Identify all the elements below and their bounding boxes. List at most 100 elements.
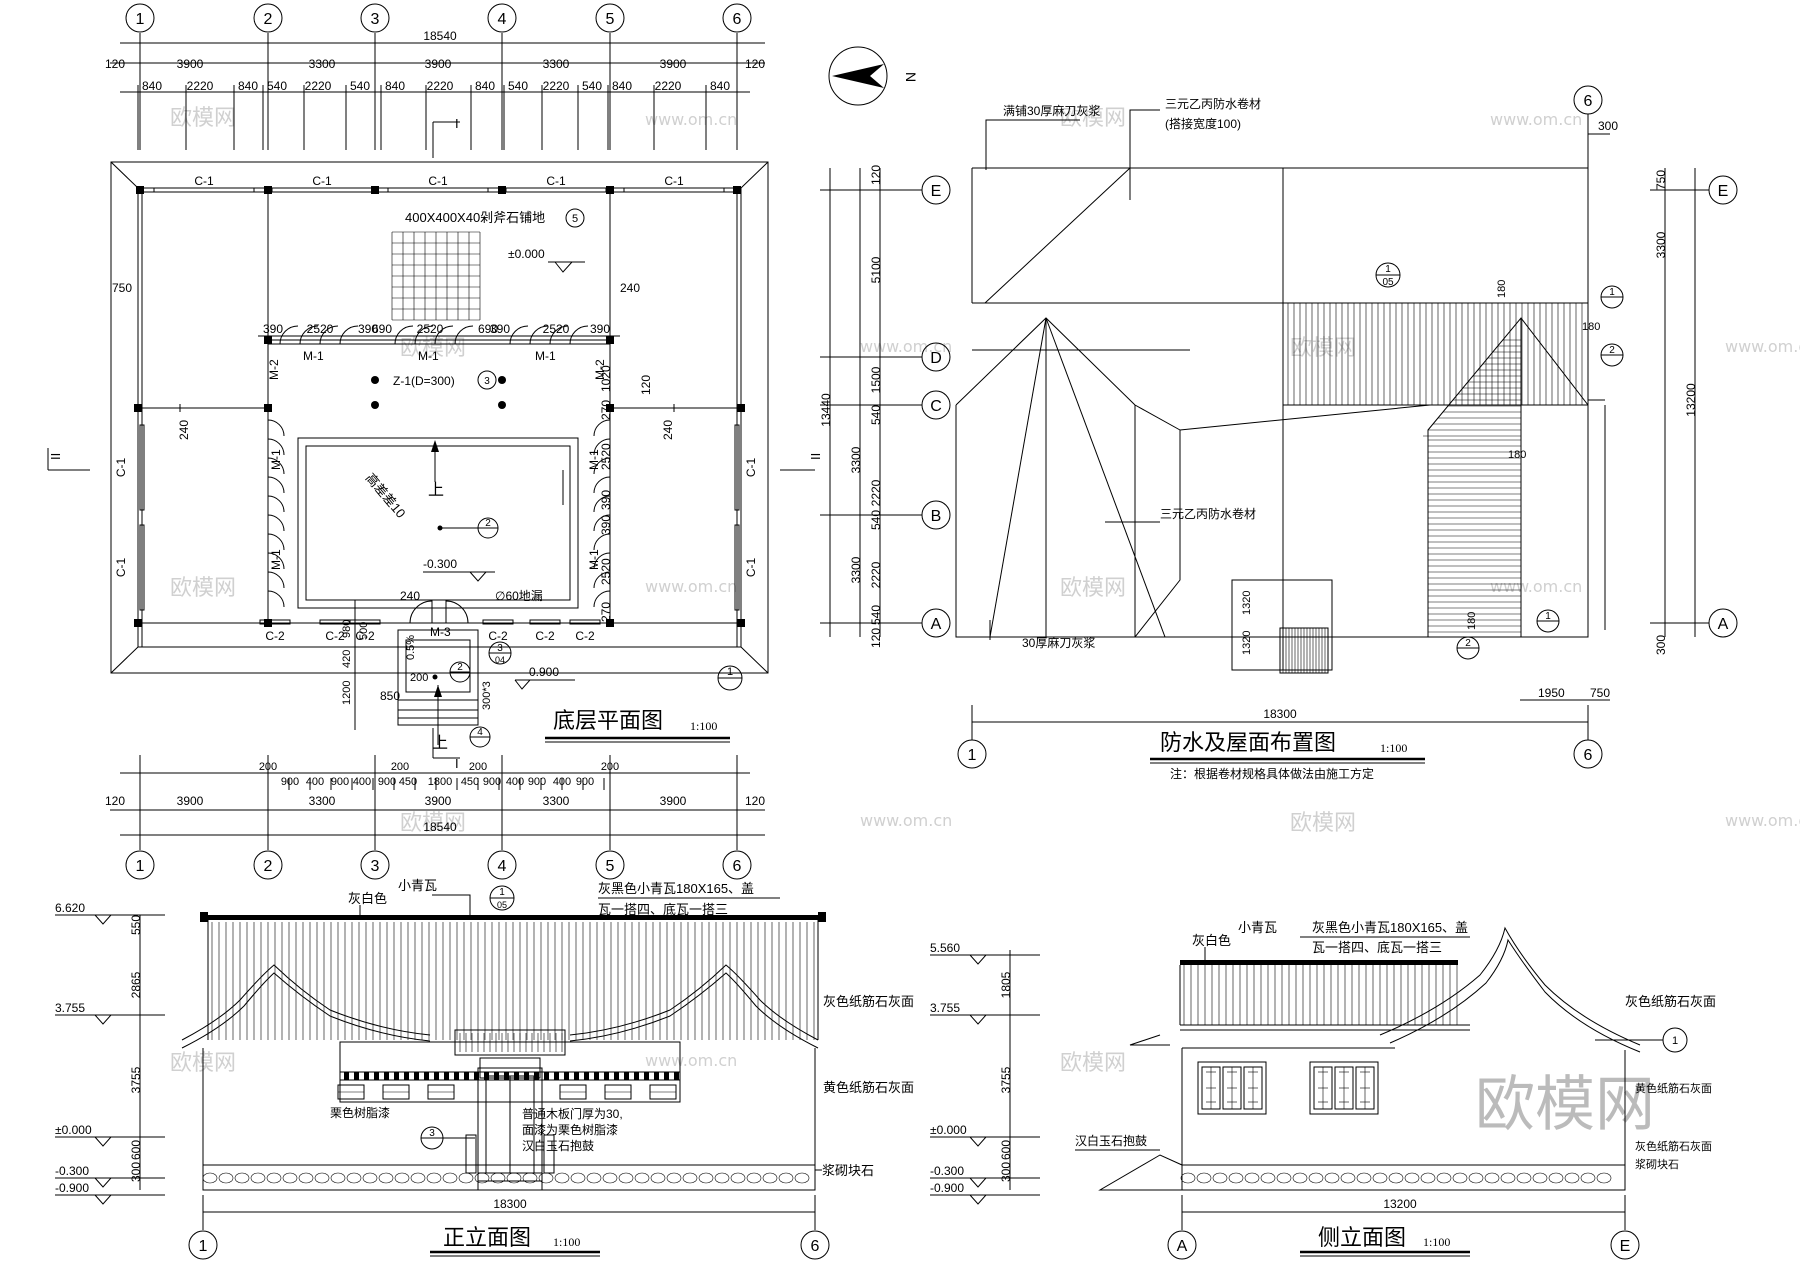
- door-swing: [267, 476, 285, 494]
- dim-text: 450: [399, 776, 417, 788]
- stone: [1580, 1172, 1596, 1184]
- dentil: [414, 1072, 419, 1080]
- door-swing: [267, 514, 285, 532]
- dim-text: 3300: [543, 57, 570, 71]
- plan-title: 底层平面图: [553, 708, 663, 733]
- axis-bubble: [1573, 739, 1603, 769]
- dim-text: 840: [612, 79, 632, 93]
- stone: [1180, 1172, 1196, 1184]
- dim-text: 540: [582, 79, 602, 93]
- stone: [602, 1172, 618, 1184]
- watermark: 欧模网: [1290, 336, 1356, 361]
- stone: [794, 1172, 810, 1184]
- stone: [410, 1172, 426, 1184]
- stone: [554, 1172, 570, 1184]
- dim-text: 390: [490, 322, 510, 336]
- door-swing: [593, 495, 611, 513]
- section-label: I: [455, 756, 459, 771]
- dim-text: 3900: [177, 794, 204, 808]
- level-text: 5.560: [930, 941, 960, 955]
- axis-bubble: [957, 739, 987, 769]
- dentil: [614, 1072, 619, 1080]
- middle-outline: [1179, 404, 1431, 431]
- axis-label: 6: [733, 11, 742, 28]
- stone: [1532, 1172, 1548, 1184]
- door-swing: [394, 325, 414, 345]
- dim-text: 690: [372, 322, 392, 336]
- dim-text: 900: [378, 776, 396, 788]
- dim-overall: 18540: [423, 820, 457, 834]
- column: [371, 401, 379, 409]
- roof-waterproofing-plan: 满铺30厚麻刀灰浆 三元乙丙防水卷材 (搭接宽度100) 三元乙丙防水卷材 30…: [819, 85, 1738, 781]
- dim-text: 600: [129, 1140, 143, 1160]
- dentil: [394, 1072, 399, 1080]
- dentil: [604, 1072, 609, 1080]
- courtyard-outline: [297, 437, 579, 609]
- level-text: ±0.000: [930, 1123, 967, 1137]
- dentil: [434, 1072, 439, 1080]
- dim-text: 200: [410, 672, 428, 684]
- window: [529, 619, 561, 625]
- right-gable: [1427, 317, 1589, 638]
- dim-text: 750: [112, 281, 132, 295]
- dim-text: 300*3: [481, 681, 493, 710]
- up-label: 上: [428, 481, 444, 499]
- side-windows: C-1C-1C-1C-1: [114, 424, 758, 611]
- watermark: 欧模网: [1290, 811, 1356, 836]
- dim-text: 120: [639, 375, 653, 395]
- left-gable-curve: [181, 964, 431, 1041]
- axis-bubble: [360, 3, 390, 33]
- left-hip: [989, 317, 1047, 638]
- roof-scale: 1:100: [1380, 741, 1407, 755]
- dim-text: 390: [358, 322, 378, 336]
- door-swing: [409, 600, 433, 624]
- roof-axis-right: EA: [1650, 175, 1738, 638]
- dim-text: 2220: [869, 479, 883, 506]
- dim-text: 3900: [425, 57, 452, 71]
- window-label: C-1: [744, 558, 758, 578]
- section-label: II: [808, 453, 823, 460]
- dentil: [624, 1072, 629, 1080]
- dim-text: 13200: [1684, 383, 1698, 417]
- dim-text: 980: [341, 620, 353, 638]
- dim-text: 900: [576, 776, 594, 788]
- dentil: [594, 1072, 599, 1080]
- door-swing: [299, 325, 319, 345]
- door-label: M-1: [303, 349, 324, 363]
- roof-note: 注：根据卷材规格具体做法由施工方定: [1170, 766, 1374, 781]
- label: 浆砌块石: [822, 1163, 874, 1178]
- dim-text: 1500: [869, 366, 883, 393]
- dentil: [654, 1072, 659, 1080]
- dim-text: 840: [142, 79, 162, 93]
- north-pointer: [832, 64, 884, 88]
- axis-label: A: [1177, 1238, 1188, 1255]
- roof-label: (搭接宽度100): [1165, 116, 1241, 131]
- dim-text: 270: [599, 602, 613, 622]
- label: 灰黑色小青瓦180X165、盖: [598, 881, 754, 896]
- dim-text: 840: [238, 79, 258, 93]
- roof-label: 三元乙丙防水卷材: [1165, 96, 1261, 111]
- level-text: -0.300: [55, 1164, 89, 1178]
- dentil: [534, 1072, 539, 1080]
- axis-bubble: [722, 850, 752, 880]
- dentil: [644, 1072, 649, 1080]
- door-label: M-2: [593, 359, 607, 380]
- dim-text: 400: [506, 776, 524, 788]
- dim-text: 5100: [869, 256, 883, 283]
- dim-text: 2220: [543, 79, 570, 93]
- label: 瓦一搭四、底瓦一搭三: [598, 902, 728, 917]
- dim-overall: 13200: [1383, 1197, 1417, 1211]
- level-symbol: [969, 1194, 988, 1205]
- dim-text: 120: [745, 794, 765, 808]
- axis-label: 5: [606, 858, 615, 875]
- dim-text: 1200: [341, 681, 353, 705]
- stone: [1420, 1172, 1436, 1184]
- axis-bubble: [253, 3, 283, 33]
- door-swing: [267, 552, 285, 570]
- dim-text: 900: [331, 776, 349, 788]
- dim-text: 450: [461, 776, 479, 788]
- up-label: 上: [432, 734, 448, 752]
- side-rubble: [1180, 1172, 1612, 1184]
- axis-label: E: [931, 183, 942, 200]
